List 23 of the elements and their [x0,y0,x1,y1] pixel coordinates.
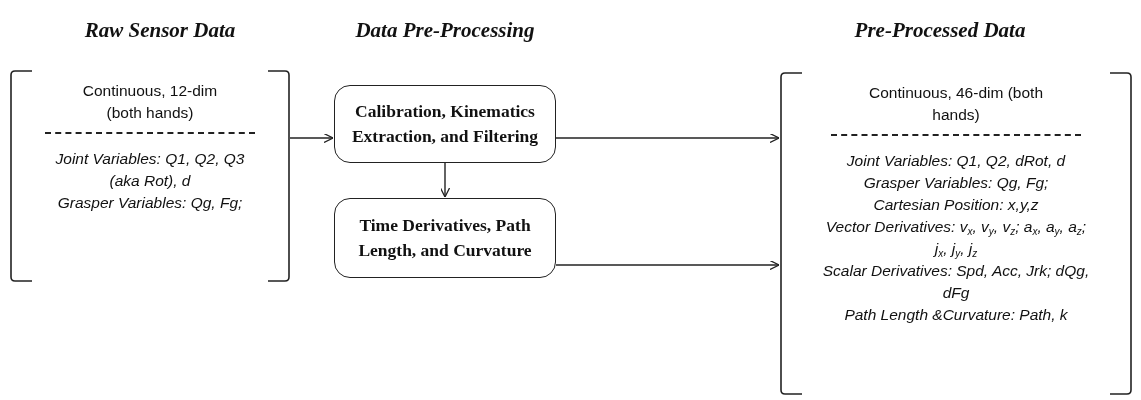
variable-list: Grasper Variables: Qg, Fg; [863,172,1049,194]
variable-list: Scalar Derivatives: Spd, Acc, Jrk; dQg, dFg [821,260,1091,304]
column-heading: Data Pre-Processing [354,18,536,43]
variable-list: Vector Derivatives: v$_{x}$, v$_{y}$, v$_{z}$; a$_{x}$, a$_{y}$, a$_{z}$; j$_{x}$, j$_{y}$, j$_{z}$ [821,216,1091,260]
arrow [555,259,780,271]
arrow [289,132,334,144]
data-description: Continuous, 46-dim (both hands) [867,83,1044,125]
variable-list: Joint Variables: Q1, Q2, Q3 (aka Rot), d [50,148,250,192]
process-label: Time Derivatives, Path Length, and Curvature [357,214,533,262]
column-heading: Raw Sensor Data [83,18,237,43]
variable-list: Grasper Variables: Qg, Fg; [57,192,243,214]
data-description: Continuous, 12-dim (both hands) [81,81,219,123]
bracket-box [10,70,290,282]
process-box [334,198,556,278]
arrow [555,132,780,144]
process-label: Calibration, Kinematics Extraction, and Filtering [350,100,540,148]
variable-list: Cartesian Position: x,y,z [873,194,1039,216]
arrow [439,162,451,198]
process-box [334,85,556,163]
bracket-box [780,72,1132,395]
variable-list: Path Length &Curvature: Path, k [844,304,1068,326]
variable-list: Joint Variables: Q1, Q2, dRot, d [846,150,1066,172]
column-heading: Pre-Processed Data [853,18,1027,43]
